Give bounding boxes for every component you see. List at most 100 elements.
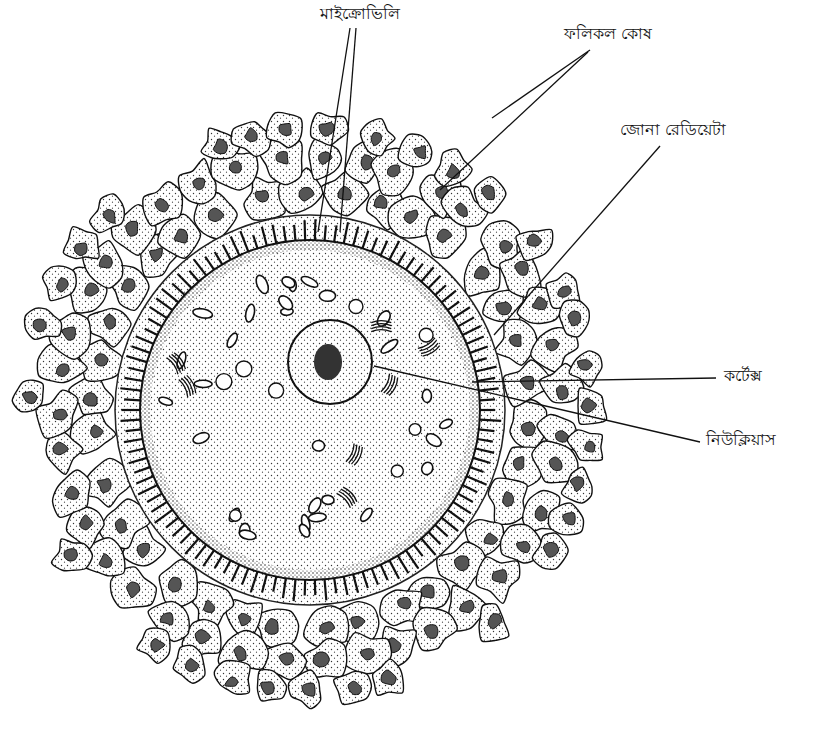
microvillus <box>223 245 231 260</box>
follicle-nucleus <box>484 533 498 544</box>
follicle-nucleus <box>374 195 387 208</box>
mitochondrion <box>297 523 311 539</box>
leader-line <box>492 50 590 118</box>
microvillus <box>470 347 488 353</box>
follicle-nucleus <box>520 376 533 389</box>
follicle-cell <box>516 229 553 260</box>
follicle-nucleus <box>155 199 168 212</box>
microvillus <box>262 227 267 246</box>
microvillus <box>162 289 179 303</box>
microvillus <box>363 572 368 588</box>
follicle-nucleus <box>255 191 268 202</box>
follicle-cell <box>88 308 131 347</box>
microvillus <box>240 231 248 251</box>
microvillus <box>224 560 231 573</box>
mitochondrion <box>300 274 320 289</box>
follicle-cell <box>25 308 62 339</box>
follicle-nucleus <box>546 339 559 350</box>
mitochondrion <box>321 495 334 505</box>
microvillus <box>195 545 206 559</box>
follicle-nucleus <box>351 616 365 628</box>
vesicle <box>409 424 421 436</box>
follicle-cell <box>311 113 349 146</box>
microvillus <box>372 568 378 584</box>
follicle-cell <box>334 671 372 704</box>
microvillus <box>136 476 153 483</box>
follicle-nucleus <box>532 297 547 310</box>
microvillus <box>414 545 423 556</box>
microvillus <box>372 238 377 252</box>
mitochondrion <box>420 460 435 476</box>
microvillus <box>442 291 456 303</box>
follicle-nucleus <box>104 314 115 329</box>
follicle-nucleus <box>64 549 77 561</box>
follicle-cell <box>231 122 271 157</box>
follicle-nucleus <box>313 652 329 667</box>
follicle-nucleus <box>122 279 135 292</box>
microvillus <box>479 429 495 431</box>
microvillus <box>453 307 470 318</box>
follicle-nucleus <box>229 161 241 173</box>
microvillus <box>232 565 240 582</box>
follicle-cell <box>266 112 302 147</box>
follicle-nucleus <box>83 393 97 406</box>
microvillus <box>428 276 440 288</box>
mitochondrion <box>192 431 211 446</box>
leader-line <box>440 52 588 190</box>
vesicle <box>419 328 433 342</box>
follicle-nucleus <box>581 398 596 413</box>
follicle-nucleus <box>481 185 494 199</box>
microvillus <box>470 467 483 472</box>
follicle-nucleus <box>80 515 93 530</box>
microvillus <box>155 510 173 523</box>
follicle-cell <box>12 380 43 412</box>
mitochondrion <box>422 389 431 402</box>
microvillus <box>448 510 465 522</box>
follicle-nucleus <box>245 128 257 142</box>
microvillus <box>150 307 167 318</box>
follicle-nucleus <box>160 613 173 625</box>
follicle-nucleus <box>239 613 251 625</box>
follicle-cell <box>567 430 602 461</box>
follicle-nucleus <box>97 479 111 493</box>
golgi-body <box>339 490 354 506</box>
follicle-nucleus <box>503 492 514 507</box>
follicle-cell <box>373 659 404 695</box>
follicle-nucleus <box>126 221 138 236</box>
follicle-nucleus <box>185 659 198 672</box>
microvillus <box>294 225 295 241</box>
microvillus <box>478 439 493 442</box>
microvillus <box>251 572 258 592</box>
part-label: ফলিকল কোষ <box>562 24 654 43</box>
follicle-cell <box>137 628 170 663</box>
follicle-nucleus <box>455 556 469 571</box>
follicle-nucleus <box>515 261 528 275</box>
microvillus <box>294 579 296 601</box>
microvillus <box>458 494 473 502</box>
microvillus <box>406 550 418 568</box>
follicle-nucleus <box>516 542 530 553</box>
microvillus <box>147 494 162 502</box>
microvillus <box>389 241 399 260</box>
follicle-nucleus <box>320 622 335 634</box>
mitochondrion <box>319 290 336 301</box>
follicle-nucleus <box>195 630 210 644</box>
follicle-nucleus <box>404 210 417 223</box>
microvillus <box>463 326 481 335</box>
follicle-nucleus <box>193 178 205 190</box>
microvillus <box>398 252 406 265</box>
microvillus <box>467 476 487 484</box>
follicle-nucleus <box>460 600 474 612</box>
follicle-nucleus <box>510 335 522 347</box>
vesicle <box>269 383 284 398</box>
follicle-nucleus <box>261 682 274 695</box>
vesicle <box>230 510 241 521</box>
microvillus <box>178 274 192 288</box>
follicle-nucleus <box>302 683 315 696</box>
golgi-body <box>167 357 180 375</box>
follicle-nucleus <box>62 327 76 340</box>
follicle-nucleus <box>150 248 163 262</box>
follicle-nucleus <box>127 582 140 598</box>
microvillus <box>126 356 147 362</box>
